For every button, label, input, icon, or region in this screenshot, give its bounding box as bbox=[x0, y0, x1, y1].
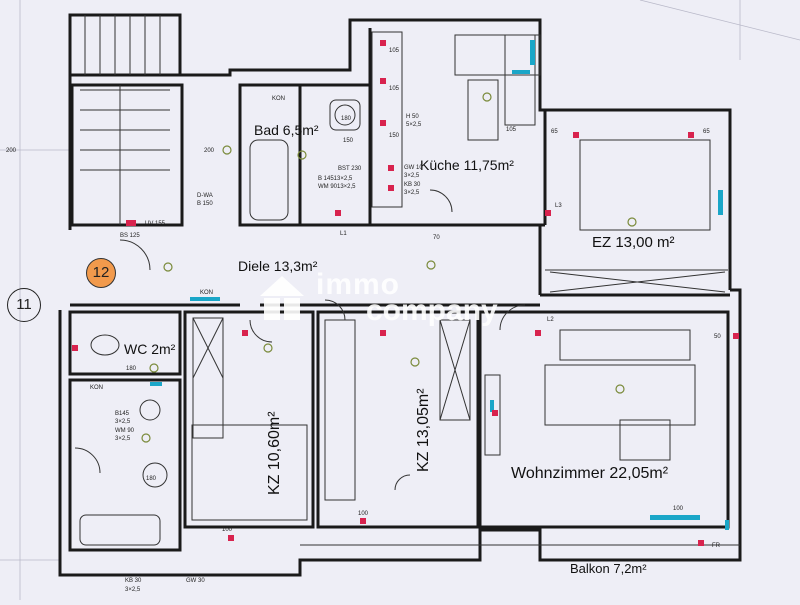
label-70-kitchen: 70 bbox=[433, 235, 440, 241]
label-bs: BS 125 bbox=[120, 233, 140, 239]
label-100-a: 100 bbox=[222, 527, 233, 533]
label-105-a: 105 bbox=[389, 48, 400, 54]
room-label-kz1: KZ 10,60m² bbox=[266, 411, 283, 495]
label-b14: B 14513×2,5 bbox=[318, 176, 353, 182]
label-b145: B145 bbox=[115, 411, 130, 417]
label-wc-180: 180 bbox=[126, 366, 137, 372]
label-gwb: 3×2,5 bbox=[404, 173, 420, 179]
room-label-diele: Diele 13,3m² bbox=[238, 258, 318, 274]
label-kbb: 3×2,5 bbox=[404, 190, 420, 196]
label-bad-150: 150 bbox=[343, 138, 354, 144]
label-fr: FR bbox=[712, 543, 720, 549]
light-fixtures bbox=[141, 92, 637, 443]
watermark-logo: immo company bbox=[258, 268, 558, 330]
label-50: 50 bbox=[714, 334, 721, 340]
label-kon-bad: KON bbox=[272, 96, 286, 102]
label-uv: UV 155 bbox=[145, 221, 166, 227]
label-150-kitchen: 150 bbox=[389, 133, 400, 139]
walls bbox=[58, 13, 742, 577]
label-ez-65-a: 65 bbox=[551, 129, 558, 135]
label-105-b: 105 bbox=[389, 86, 400, 92]
label-105-c: 105 bbox=[506, 127, 517, 133]
label-l1: L1 bbox=[340, 231, 347, 237]
radiators bbox=[150, 40, 729, 530]
unit-number-badge: 12 bbox=[86, 258, 116, 288]
interior-lines bbox=[74, 15, 740, 546]
label-gw30: GW 30 bbox=[186, 578, 205, 584]
label-kb30: KB 30 bbox=[125, 578, 142, 584]
label-wm90b: 3×2,5 bbox=[115, 436, 131, 442]
watermark-line-2: company bbox=[366, 294, 498, 327]
label-bad-180: 180 bbox=[341, 116, 352, 122]
room-label-balkon: Balkon 7,2m² bbox=[570, 561, 647, 576]
label-h50b: 5×2,5 bbox=[406, 122, 422, 128]
label-ez-65-b: 65 bbox=[703, 129, 710, 135]
watermark-line-1: immo bbox=[316, 268, 401, 301]
sockets bbox=[72, 40, 739, 546]
label-bath-180: 180 bbox=[146, 476, 157, 482]
label-wm: WM 9013×2,5 bbox=[318, 184, 356, 190]
label-bath-kon: KON bbox=[90, 385, 104, 391]
label-gw: GW 10 bbox=[404, 165, 423, 171]
neighbor-unit-number: 11 bbox=[7, 288, 41, 322]
room-label-ez: EZ 13,00 m² bbox=[592, 234, 675, 251]
label-dwa: D-WA bbox=[197, 193, 213, 199]
room-label-kz2: KZ 13,05m² bbox=[415, 388, 432, 472]
room-label-wohnzimmer: Wohnzimmer 22,05m² bbox=[511, 465, 669, 482]
label-100-c: 100 bbox=[673, 506, 684, 512]
label-b145b: 3×2,5 bbox=[115, 419, 131, 425]
label-kb30-spec: 3×2,5 bbox=[125, 587, 141, 593]
label-100-b: 100 bbox=[358, 511, 369, 517]
label-h50: H 50 bbox=[406, 114, 419, 120]
room-label-wc: WC 2m² bbox=[124, 341, 176, 357]
company-logo-icon bbox=[260, 276, 304, 320]
label-wm90: WM 90 bbox=[115, 428, 135, 434]
label-kon-diele: KON bbox=[200, 290, 214, 296]
label-b150: B 150 bbox=[197, 201, 213, 207]
label-bst: BST 230 bbox=[338, 166, 362, 172]
label-l3: L3 bbox=[555, 203, 562, 209]
label-kb: KB 30 bbox=[404, 182, 421, 188]
room-label-kitchen: Küche 11,75m² bbox=[420, 157, 514, 173]
label-l2: L2 bbox=[547, 317, 554, 323]
label-200-left: 200 bbox=[6, 148, 17, 154]
label-stair-200: 200 bbox=[204, 148, 215, 154]
room-label-bad: Bad 6,5m² bbox=[254, 122, 319, 138]
